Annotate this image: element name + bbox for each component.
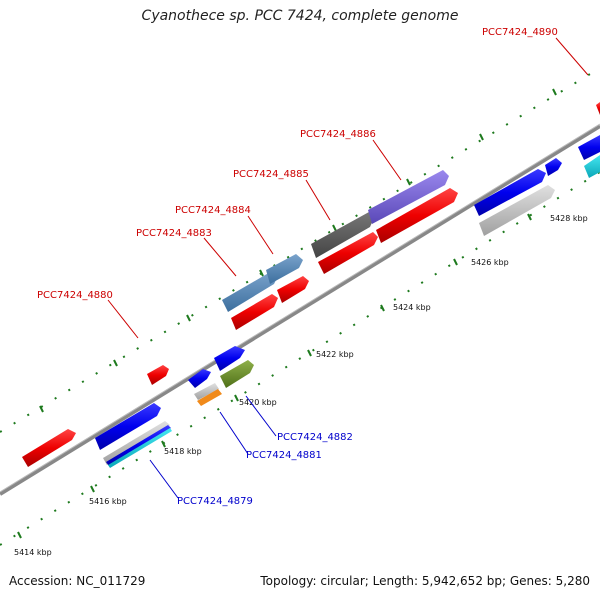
tick-label-5426: 5426 kbp [471, 258, 509, 267]
gene-arrow [214, 346, 245, 371]
gene-arrow [95, 403, 161, 450]
gene-arrow [376, 188, 458, 243]
gene-arrow [266, 254, 303, 284]
gene-label-4886: PCC7424_4886 [300, 129, 376, 140]
gene-label-4880: PCC7424_4880 [37, 290, 113, 301]
gene-arrow [106, 425, 171, 466]
tick-label-5414: 5414 kbp [14, 548, 52, 557]
gene-arrow [231, 294, 278, 330]
gene-arrow [220, 360, 254, 388]
tick-marks [17, 88, 557, 539]
gene-arrow [596, 102, 600, 115]
gene-arrow [311, 212, 374, 258]
gene-label-4881: PCC7424_4881 [246, 450, 322, 461]
gene-arrow [147, 365, 169, 385]
gene-arrow [545, 158, 562, 176]
gene-arrow [22, 429, 76, 467]
accession-text: Accession: NC_011729 [9, 574, 146, 588]
gene-label-4884: PCC7424_4884 [175, 205, 251, 216]
gene-arrow [197, 389, 222, 406]
gene-arrow [368, 170, 449, 224]
gene-arrow [108, 428, 172, 468]
callout-lines [107, 37, 589, 499]
gene-label-4890: PCC7424_4890 [482, 27, 558, 38]
tick-label-5422: 5422 kbp [316, 350, 354, 359]
gene-arrow [479, 185, 555, 236]
map-title: Cyanothece sp. PCC 7424, complete genome [141, 8, 459, 24]
gene-label-4882: PCC7424_4882 [277, 432, 353, 443]
outer-dot-track [0, 67, 600, 433]
tick-label-5428: 5428 kbp [550, 214, 588, 223]
tick-label-5418: 5418 kbp [164, 447, 202, 456]
gene-arrow [194, 383, 219, 400]
gene-arrow [474, 169, 546, 216]
gene-label-4879: PCC7424_4879 [177, 496, 253, 507]
gene-arrow [584, 155, 600, 178]
tick-label-5416: 5416 kbp [89, 497, 127, 506]
gene-features [22, 102, 600, 468]
gene-label-4885: PCC7424_4885 [233, 169, 309, 180]
genome-backbone [0, 124, 600, 496]
gene-arrow [222, 271, 278, 312]
gene-arrow [578, 135, 600, 160]
gene-label-4883: PCC7424_4883 [136, 228, 212, 239]
gene-labels: PCC7424_4890 PCC7424_4886 PCC7424_4885 P… [37, 27, 558, 507]
gene-arrow [188, 369, 211, 388]
tick-label-5420: 5420 kbp [239, 398, 277, 407]
tick-labels: 5414 kbp 5416 kbp 5418 kbp 5420 kbp 5422… [14, 214, 588, 557]
genome-summary-text: Topology: circular; Length: 5,942,652 bp… [260, 574, 590, 588]
tick-label-5424: 5424 kbp [393, 303, 431, 312]
inner-dot-track [0, 171, 600, 546]
gene-arrow [277, 276, 309, 303]
backbone-highlight [0, 123, 600, 493]
gene-arrow [318, 232, 378, 274]
